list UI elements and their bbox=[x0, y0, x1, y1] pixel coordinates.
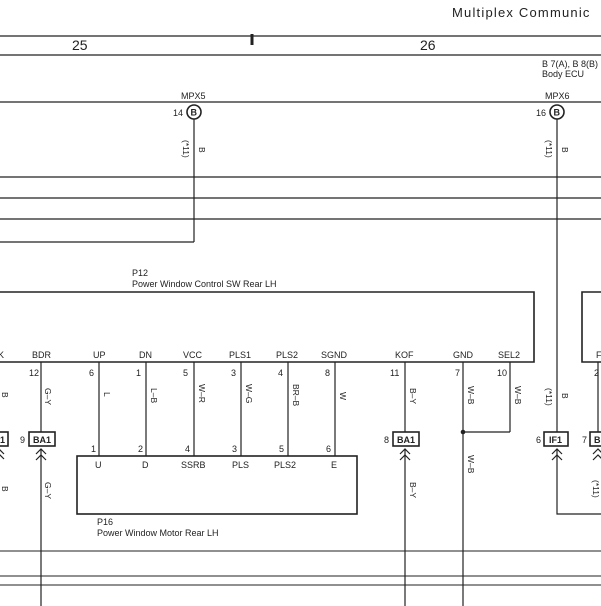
pin-pls2: 4 bbox=[278, 368, 283, 378]
wc-vcc: W–R bbox=[197, 384, 207, 403]
column-26-label: 26 bbox=[420, 37, 436, 53]
term-label-vcc: VCC bbox=[183, 350, 203, 360]
term-label-dn: DN bbox=[139, 350, 152, 360]
connector-ba1-right bbox=[392, 431, 420, 447]
pin-f: 2 bbox=[594, 368, 599, 378]
if1-upper-note: (*11) bbox=[544, 388, 554, 406]
left-partial-chevron bbox=[0, 449, 5, 460]
left-wire-color-1: B bbox=[0, 392, 10, 398]
motor-pin-ssrb: 4 bbox=[185, 444, 190, 454]
connector-ba1-right-pin: 8 bbox=[384, 435, 389, 445]
left-wire-color-2: B bbox=[0, 486, 10, 492]
switch-box bbox=[0, 291, 535, 363]
wc-bdr: G–Y bbox=[43, 388, 53, 405]
body-ecu-ref: B 7(A), B 8(B) bbox=[542, 59, 598, 69]
term-label-pls1: PLS1 bbox=[229, 350, 251, 360]
column-25-label: 25 bbox=[72, 37, 88, 53]
term-label-kof: KOF bbox=[395, 350, 414, 360]
pin-sel2: 10 bbox=[497, 368, 507, 378]
mpx6-wire-color: B bbox=[560, 147, 570, 153]
switch-id: P12 bbox=[132, 268, 148, 278]
connector-ba1-left-pin: 9 bbox=[20, 435, 25, 445]
mpx6-conn: B bbox=[554, 108, 561, 118]
wc-gnd: W–B bbox=[466, 386, 476, 405]
body-ecu-name: Body ECU bbox=[542, 69, 584, 79]
connector-if1-label: IF1 bbox=[549, 435, 562, 445]
pin-vcc: 5 bbox=[183, 368, 188, 378]
connector-right-partial-label: B bbox=[594, 435, 601, 445]
wc-pls1: W–G bbox=[244, 384, 254, 403]
mpx5-pin: 14 bbox=[173, 108, 183, 118]
term-label-up: UP bbox=[93, 350, 106, 360]
pin-dn: 1 bbox=[136, 368, 141, 378]
gnd-splice-point bbox=[460, 429, 466, 435]
term-label-pls2: PLS2 bbox=[276, 350, 298, 360]
motor-pin-pls: 3 bbox=[232, 444, 237, 454]
term-label-k: K bbox=[0, 350, 4, 360]
if1-upper-color: B bbox=[560, 393, 570, 399]
wc-sgnd: W bbox=[338, 392, 348, 400]
mpx5-name: MPX5 bbox=[181, 91, 206, 101]
motor-label-ssrb: SSRB bbox=[181, 460, 206, 470]
left-partial-connector-label: 1 bbox=[0, 435, 5, 445]
motor-name: Power Window Motor Rear LH bbox=[97, 528, 219, 538]
motor-label-e: E bbox=[331, 460, 337, 470]
wire-if1-lower bbox=[556, 449, 601, 515]
wc-kof: B–Y bbox=[408, 388, 418, 404]
term-label-bdr: BDR bbox=[32, 350, 52, 360]
pin-kof: 11 bbox=[390, 368, 399, 378]
wc-bdr-lower: G–Y bbox=[43, 482, 53, 499]
mpx6-note: (*11) bbox=[544, 140, 554, 158]
motor-pin-pls2: 5 bbox=[279, 444, 284, 454]
header-title: Multiplex Communic bbox=[452, 5, 591, 20]
connector-ba1-right-label: BA1 bbox=[397, 435, 415, 445]
term-label-sgnd: SGND bbox=[321, 350, 348, 360]
motor-label-d: D bbox=[142, 460, 149, 470]
mpx6-pin: 16 bbox=[536, 108, 546, 118]
connector-ba1-left-label: BA1 bbox=[33, 435, 51, 445]
motor-pin-e: 6 bbox=[326, 444, 331, 454]
pin-pls1: 3 bbox=[231, 368, 236, 378]
mpx5-conn: B bbox=[191, 108, 198, 118]
motor-pin-d: 2 bbox=[138, 444, 143, 454]
motor-label-pls: PLS bbox=[232, 460, 249, 470]
connector-right-partial bbox=[589, 431, 601, 447]
pin-sgnd: 8 bbox=[325, 368, 330, 378]
connector-right-partial-chevron bbox=[592, 448, 601, 461]
connector-if1-pin: 6 bbox=[536, 435, 541, 445]
mpx5-note: (*11) bbox=[181, 140, 191, 158]
connector-ba1-left bbox=[28, 431, 56, 447]
wc-dn: L–B bbox=[149, 388, 159, 403]
term-label-f: F bbox=[596, 350, 601, 360]
motor-box bbox=[76, 455, 358, 515]
motor-label-pls2: PLS2 bbox=[274, 460, 296, 470]
wc-gnd-lower: W–B bbox=[466, 455, 476, 474]
pin-bdr: 12 bbox=[29, 368, 39, 378]
motor-label-u: U bbox=[95, 460, 102, 470]
term-label-gnd: GND bbox=[453, 350, 474, 360]
mpx6-name: MPX6 bbox=[545, 91, 570, 101]
term-label-sel2: SEL2 bbox=[498, 350, 520, 360]
pin-gnd: 7 bbox=[455, 368, 460, 378]
left-partial-connector bbox=[0, 431, 9, 447]
wc-kof-lower: B–Y bbox=[408, 482, 418, 498]
switch-name: Power Window Control SW Rear LH bbox=[132, 279, 277, 289]
right-partial-note: (*11) bbox=[591, 480, 601, 498]
motor-pin-u: 1 bbox=[91, 444, 96, 454]
connector-if1 bbox=[543, 431, 569, 447]
mpx5-wire-color: B bbox=[197, 147, 207, 153]
right-switch-box bbox=[581, 291, 601, 363]
wc-pls2: BR–B bbox=[291, 384, 301, 407]
pin-up: 6 bbox=[89, 368, 94, 378]
motor-id: P16 bbox=[97, 517, 113, 527]
connector-right-partial-pin: 7 bbox=[582, 435, 587, 445]
wc-up: L bbox=[102, 392, 112, 397]
wc-sel2: W–B bbox=[513, 386, 523, 405]
